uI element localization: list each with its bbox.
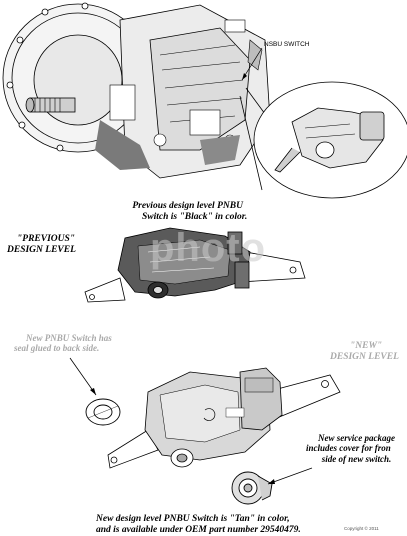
previous-design-label: "PREVIOUS" DESIGN LEVEL	[7, 234, 76, 256]
previous-design-label-line1: "PREVIOUS"	[17, 234, 76, 244]
service-note-line2: includes cover for fron	[306, 443, 391, 454]
bottom-caption-line2: and is available under OEM part number 2…	[96, 524, 301, 535]
seal-note: New PNBU Switch has seal glued to back s…	[14, 333, 112, 354]
previous-switch-drawing	[84, 227, 306, 303]
previous-caption-line1: Previous design level PNBU	[132, 201, 243, 211]
seal-note-line1: New PNBU Switch has	[26, 333, 112, 343]
new-design-label-line1: "NEW"	[350, 341, 383, 351]
seal-leader-line	[69, 357, 97, 396]
new-switch-drawing	[107, 367, 341, 469]
bottom-caption: New design level PNBU Switch is "Tan" in…	[96, 514, 407, 536]
previous-design-label-line2: DESIGN LEVEL	[7, 244, 76, 255]
copyright-text: Copyright © 2011	[344, 526, 379, 531]
seal-ring-drawing	[85, 398, 121, 426]
new-design-label-line2: DESIGN LEVEL	[330, 351, 399, 362]
seal-note-line2: seal glued to back side.	[14, 343, 100, 354]
service-leader-line	[267, 467, 313, 485]
watermark: photo	[150, 226, 267, 270]
magnified-view	[239, 81, 407, 199]
service-package-note: New service package includes cover for f…	[306, 433, 407, 464]
transmission-drawing	[2, 2, 271, 179]
service-note-line1: New service package	[318, 433, 395, 443]
service-note-line3: side of new switch.	[321, 453, 392, 464]
nsbu-switch-label: NSBU SWITCH	[264, 41, 310, 48]
previous-caption-line2: Switch is "Black" in color.	[142, 211, 248, 222]
new-design-label: "NEW" DESIGN LEVEL	[330, 341, 399, 363]
front-cover-drawing	[231, 471, 273, 505]
previous-caption: Previous design level PNBU Switch is "Bl…	[128, 201, 247, 223]
bottom-caption-line1: New design level PNBU Switch is "Tan" in…	[96, 514, 290, 524]
